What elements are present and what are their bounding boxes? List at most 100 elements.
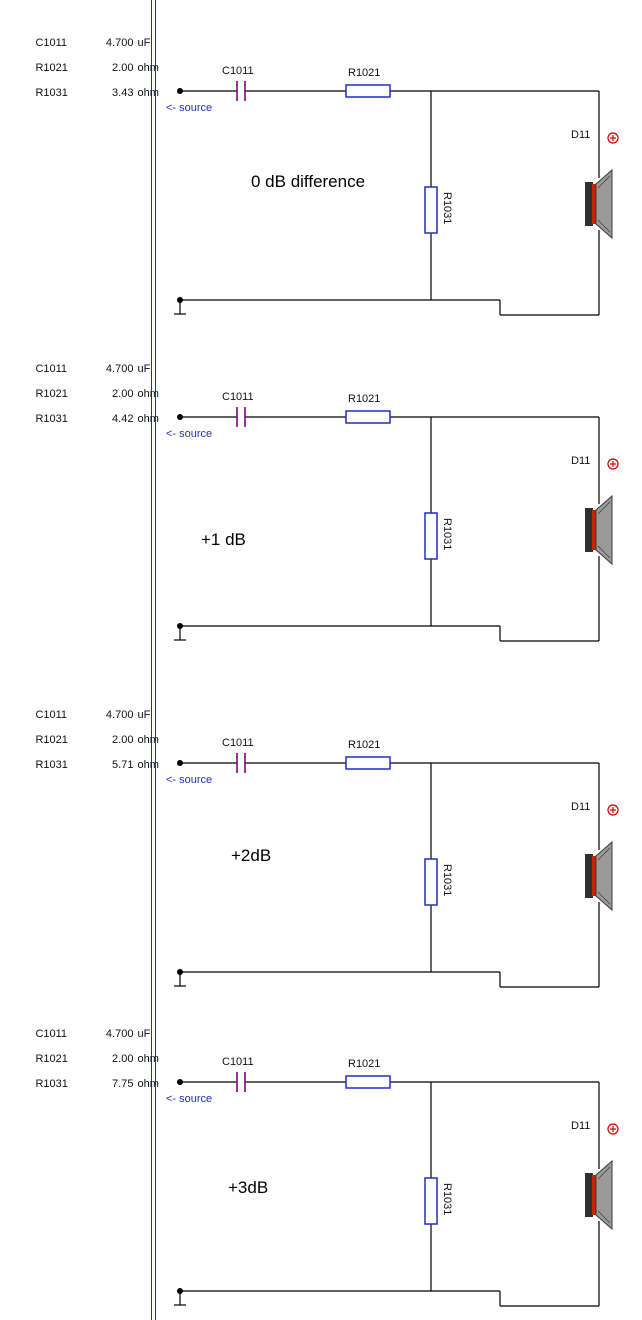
component-name: R1021 (35, 1053, 68, 1065)
series-resistor-label: R1021 (348, 1058, 380, 1070)
capacitor-label: C1011 (222, 737, 254, 749)
speaker-icon[interactable] (585, 168, 613, 240)
difference-note: 0 dB difference (251, 172, 365, 191)
circuit-schematic: C1011 R1021 R1031 D11 <- source +3dB (166, 1056, 619, 1307)
shunt-resistor-label: R1031 (441, 864, 453, 896)
component-unit: ohm (137, 87, 159, 99)
ground-icon (174, 969, 186, 987)
component-unit: ohm (137, 734, 159, 746)
plus-polarity-icon (607, 1123, 619, 1135)
plus-polarity-icon (607, 132, 619, 144)
ground-icon (174, 297, 186, 315)
component-value: 7.75 (112, 1078, 134, 1090)
shunt-resistor-symbol[interactable] (424, 858, 438, 906)
component-unit: uF (137, 37, 151, 49)
component-name: C1011 (35, 1028, 68, 1040)
speaker-icon[interactable] (585, 1159, 613, 1231)
wires (180, 90, 600, 316)
input-terminal[interactable] (177, 760, 183, 766)
separator-line (155, 0, 156, 1320)
driver-label: D11 (571, 455, 590, 467)
component-unit: ohm (137, 759, 159, 771)
component-value: 2.00 (112, 388, 134, 400)
difference-note: +1 dB (201, 530, 246, 549)
component-name: R1031 (35, 759, 68, 771)
shunt-resistor-symbol[interactable] (424, 512, 438, 560)
wires (180, 416, 600, 642)
driver-label: D11 (571, 1120, 590, 1132)
component-value: 5.71 (112, 759, 134, 771)
component-value: 2.00 (112, 734, 134, 746)
component-unit: ohm (137, 1078, 159, 1090)
input-terminal[interactable] (177, 1079, 183, 1085)
plus-polarity-icon (607, 458, 619, 470)
series-resistor-symbol[interactable] (345, 1075, 391, 1089)
circuit-schematic: C1011 R1021 R1031 D11 <- source 0 dB dif… (166, 65, 619, 316)
component-unit: ohm (137, 413, 159, 425)
capacitor-symbol[interactable] (236, 753, 246, 773)
series-resistor-label: R1021 (348, 393, 380, 405)
difference-note: +3dB (228, 1178, 268, 1197)
ground-icon (174, 1288, 186, 1306)
shunt-resistor-symbol[interactable] (424, 186, 438, 234)
component-value: 2.00 (112, 1053, 134, 1065)
circuit-schematic: C1011 R1021 R1031 D11 <- source +1 dB (166, 391, 619, 642)
series-resistor-symbol[interactable] (345, 410, 391, 424)
series-resistor-symbol[interactable] (345, 756, 391, 770)
shunt-resistor-label: R1031 (441, 518, 453, 550)
source-label: <- source (166, 1093, 212, 1105)
wires (180, 1081, 600, 1307)
component-name: R1021 (35, 734, 68, 746)
component-name: C1011 (35, 37, 68, 49)
component-value: 2.00 (112, 62, 134, 74)
input-terminal[interactable] (177, 414, 183, 420)
capacitor-symbol[interactable] (236, 1072, 246, 1092)
component-value: 4.42 (112, 413, 134, 425)
source-label: <- source (166, 774, 212, 786)
component-unit: uF (137, 709, 151, 721)
series-resistor-symbol[interactable] (345, 84, 391, 98)
component-name: R1021 (35, 62, 68, 74)
circuit-schematic: C1011 R1021 R1031 D11 <- source +2dB (166, 737, 619, 988)
component-unit: ohm (137, 1053, 159, 1065)
capacitor-label: C1011 (222, 65, 254, 77)
wires (180, 762, 600, 988)
series-resistor-label: R1021 (348, 67, 380, 79)
difference-note: +2dB (231, 846, 271, 865)
series-resistor-label: R1021 (348, 739, 380, 751)
component-value: 4.700 (105, 37, 134, 49)
source-label: <- source (166, 102, 212, 114)
separator-line (151, 0, 152, 1320)
speaker-icon[interactable] (585, 494, 613, 566)
plus-polarity-icon (607, 804, 619, 816)
driver-label: D11 (571, 129, 590, 141)
shunt-resistor-label: R1031 (441, 192, 453, 224)
component-unit: ohm (137, 388, 159, 400)
component-value: 4.700 (105, 1028, 134, 1040)
component-value: 4.700 (105, 709, 134, 721)
capacitor-label: C1011 (222, 391, 254, 403)
component-name: R1031 (35, 413, 68, 425)
input-terminal[interactable] (177, 88, 183, 94)
shunt-resistor-symbol[interactable] (424, 1177, 438, 1225)
capacitor-symbol[interactable] (236, 407, 246, 427)
capacitor-symbol[interactable] (236, 81, 246, 101)
component-name: R1021 (35, 388, 68, 400)
speaker-icon[interactable] (585, 840, 613, 912)
